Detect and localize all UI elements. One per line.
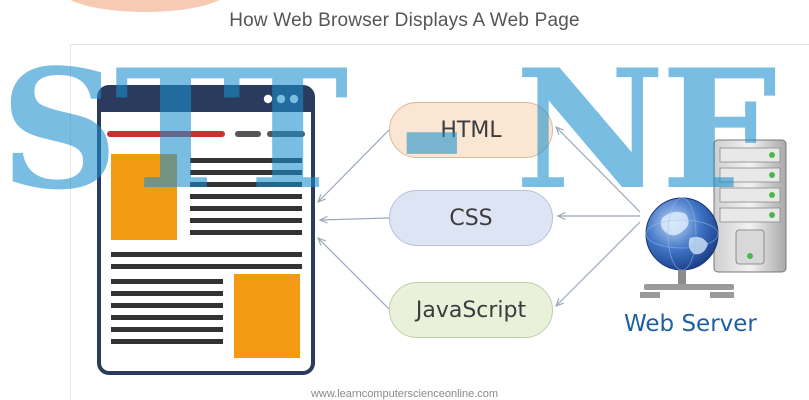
web-server-label: Web Server (624, 311, 757, 337)
arrow-js-to-browser (318, 238, 390, 310)
arrow-server-to-html (556, 127, 641, 213)
web-server-icon (640, 139, 787, 298)
arrow-html-to-browser (318, 129, 390, 202)
javascript-node: JavaScript (389, 282, 553, 338)
browser-window-icon (97, 85, 315, 375)
html-node: HTML (389, 102, 553, 158)
arrow-server-to-js (556, 221, 641, 306)
css-node: CSS (389, 190, 553, 246)
source-url: www.learncomputerscienceonline.com (310, 388, 499, 400)
diagram-title: How Web Browser Displays A Web Page (229, 10, 580, 31)
arrow-css-to-browser (320, 218, 390, 220)
